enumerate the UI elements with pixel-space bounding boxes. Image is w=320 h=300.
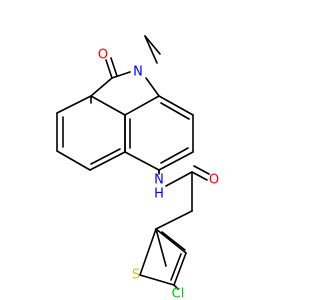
bond — [89, 151, 126, 171]
bond — [170, 253, 182, 281]
bond — [56, 95, 92, 114]
bond — [145, 77, 160, 97]
bond — [155, 210, 193, 230]
bond — [144, 35, 158, 64]
bond — [173, 284, 179, 290]
bond — [173, 252, 187, 286]
bond — [193, 165, 210, 175]
bond — [124, 95, 160, 116]
bond — [161, 231, 186, 251]
bond — [139, 274, 175, 286]
bond — [90, 148, 121, 165]
atom-H-amide: H — [154, 187, 164, 202]
bond-skeleton — [56, 35, 210, 290]
bond — [111, 71, 131, 79]
atom-O-lactam: O — [98, 48, 108, 63]
bond — [158, 151, 194, 171]
bond — [90, 77, 113, 97]
atom-O-acetamide: O — [209, 173, 219, 188]
bond — [160, 102, 190, 120]
atom-Cl: Cl — [172, 287, 185, 300]
bond — [144, 35, 161, 55]
bond — [105, 59, 113, 79]
atom-labels: O N N H O S Cl — [98, 48, 219, 300]
bond — [155, 228, 187, 254]
bond — [165, 171, 193, 187]
bond — [90, 95, 126, 116]
bond — [139, 228, 157, 276]
bond — [191, 171, 208, 181]
molecule-diagram: O N N H O S Cl — [56, 35, 219, 300]
atom-S-thiophene: S — [132, 268, 140, 283]
bond — [160, 147, 189, 164]
bond — [155, 228, 167, 267]
bond — [158, 95, 194, 116]
bond — [110, 57, 118, 77]
bond — [124, 151, 160, 171]
atom-N-ring: N — [133, 65, 143, 80]
bond — [56, 150, 91, 171]
atom-N-amide: N — [154, 173, 164, 188]
